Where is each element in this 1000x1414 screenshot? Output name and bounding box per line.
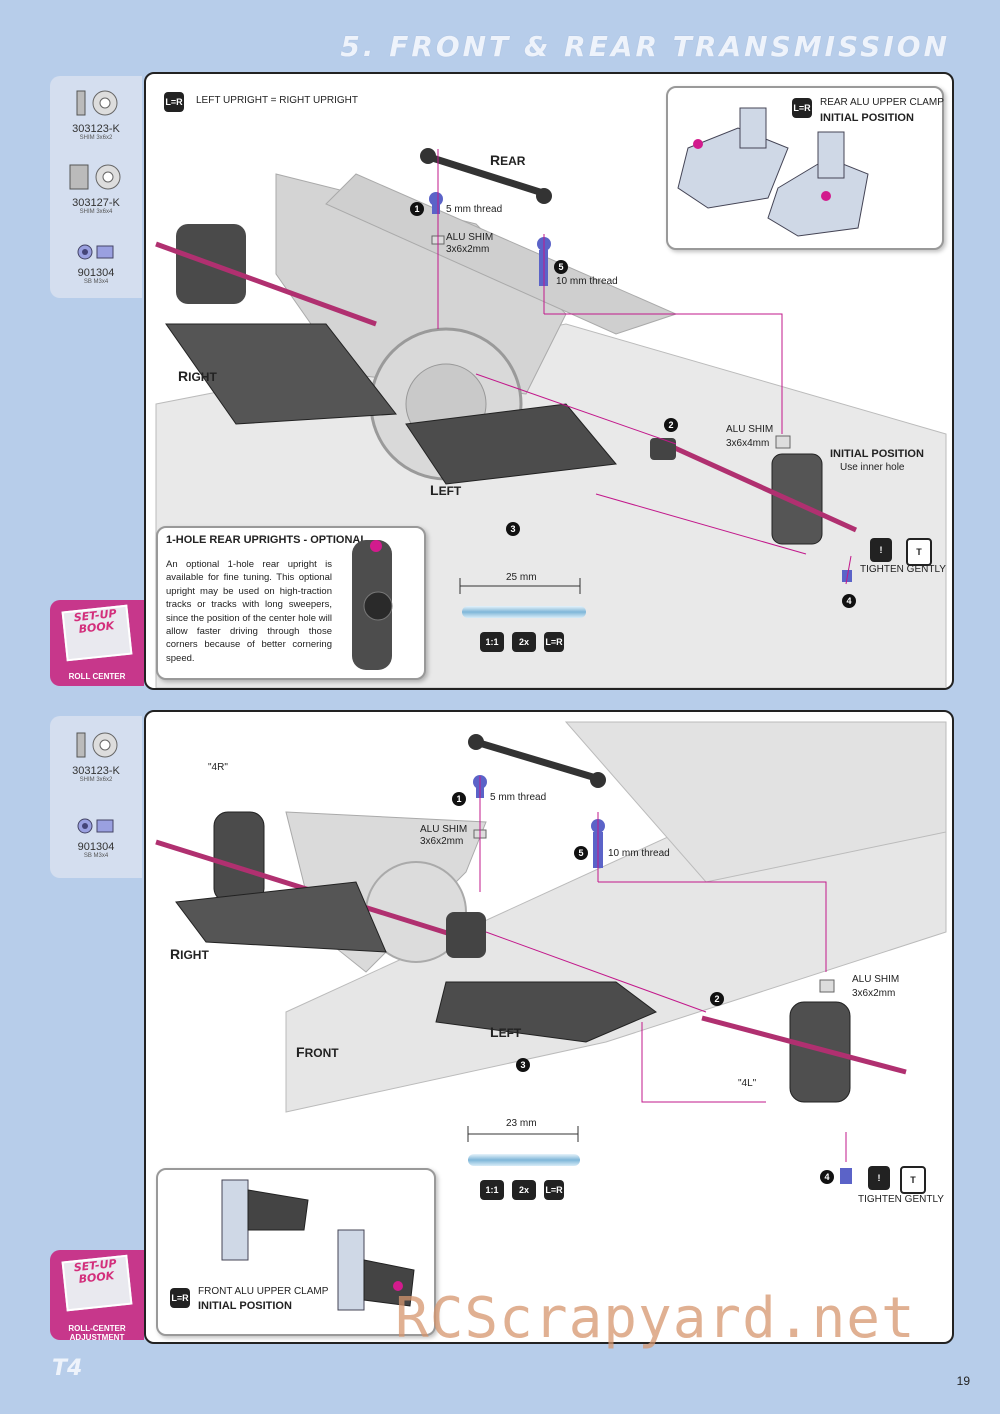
left-equals-right-icon: L=R [164,92,184,112]
screw-tighten-icon: T [906,538,932,566]
step-4: 4 [820,1170,834,1184]
quantity-badge: 2x [512,632,536,652]
step-2: 2 [664,418,678,432]
label-4l: "4L" [738,1078,757,1089]
left-equals-right-icon: L=R [544,632,564,652]
label-rear: REAR [490,152,526,168]
step-5: 5 [574,846,588,860]
drive-pin [462,606,586,618]
part-set-screw: 901304 SB M3x4 [50,816,142,859]
drive-pin [468,1154,580,1166]
shim-icon [76,732,118,758]
set-screw-icon [77,244,114,260]
quantity-badge: 2x [512,1180,536,1200]
rod-dimension [459,578,581,594]
step-3: 3 [516,1058,530,1072]
label-left: LEFT [430,482,462,498]
caution-icon: ! [870,538,892,562]
part-shim-3x6x2: 303123-K SHIM 3x6x2 [50,88,142,141]
page-title: 5. FRONT & REAR TRANSMISSION [340,30,950,63]
step-1: 1 [410,202,424,216]
front-clamp-inset: L=R FRONT ALU UPPER CLAMP INITIAL POSITI… [156,1168,436,1336]
label-right: RIGHT [170,946,209,962]
shim-icon [76,90,118,116]
optional-upright-inset: 1-HOLE REAR UPRIGHTS - OPTIONAL An optio… [156,526,426,680]
front-clamp-drawing [221,1179,415,1311]
front-transmission-panel: "4R" "4L" 1 5 mm thread ALU SHIM 3x6x2mm… [144,710,954,1344]
step-1: 1 [452,792,466,806]
label-right: RIGHT [178,368,217,384]
label-left: LEFT [490,1024,522,1040]
shim-icon [69,164,121,190]
one-hole-upright-drawing [352,540,393,670]
left-equals-right-icon: L=R [544,1180,564,1200]
rear-clamp-drawing [677,107,869,237]
watermark: RCScrapyard.net [395,1286,916,1351]
rear-clamp-inset: L=R REAR ALU UPPER CLAMP INITIAL POSITIO… [666,86,944,250]
caution-icon: ! [868,1166,890,1190]
label-front: FRONT [296,1044,339,1060]
parts-sidebar-bottom: 303123-K SHIM 3x6x2 901304 SB M3x4 [50,716,142,878]
step-5: 5 [554,260,568,274]
part-shim-3x6x2: 303123-K SHIM 3x6x2 [50,730,142,783]
parts-sidebar-top: 303123-K SHIM 3x6x2 303127-K SHIM 3x6x4 … [50,76,142,298]
left-equals-right-icon: L=R [792,98,812,118]
scale-badge: 1:1 [480,1180,504,1200]
scale-badge: 1:1 [480,632,504,652]
left-equals-right-icon: L=R [170,1288,190,1308]
step-4: 4 [842,594,856,608]
screw-tighten-icon: T [900,1166,926,1194]
step-2: 2 [710,992,724,1006]
part-shim-3x6x4: 303127-K SHIM 3x6x4 [50,162,142,215]
rod-dimension [467,1126,579,1142]
label-4r: "4R" [208,762,228,773]
set-screw-icon [77,818,114,834]
part-set-screw: 901304 SB M3x4 [50,242,142,285]
rear-transmission-panel: L=R LEFT UPRIGHT = RIGHT UPRIGHT REAR RI… [144,72,954,690]
step-3: 3 [506,522,520,536]
page-number: 19 [956,1374,970,1388]
t4-logo: T4 [52,1356,83,1381]
front-assembly-diagram [155,721,947,1184]
